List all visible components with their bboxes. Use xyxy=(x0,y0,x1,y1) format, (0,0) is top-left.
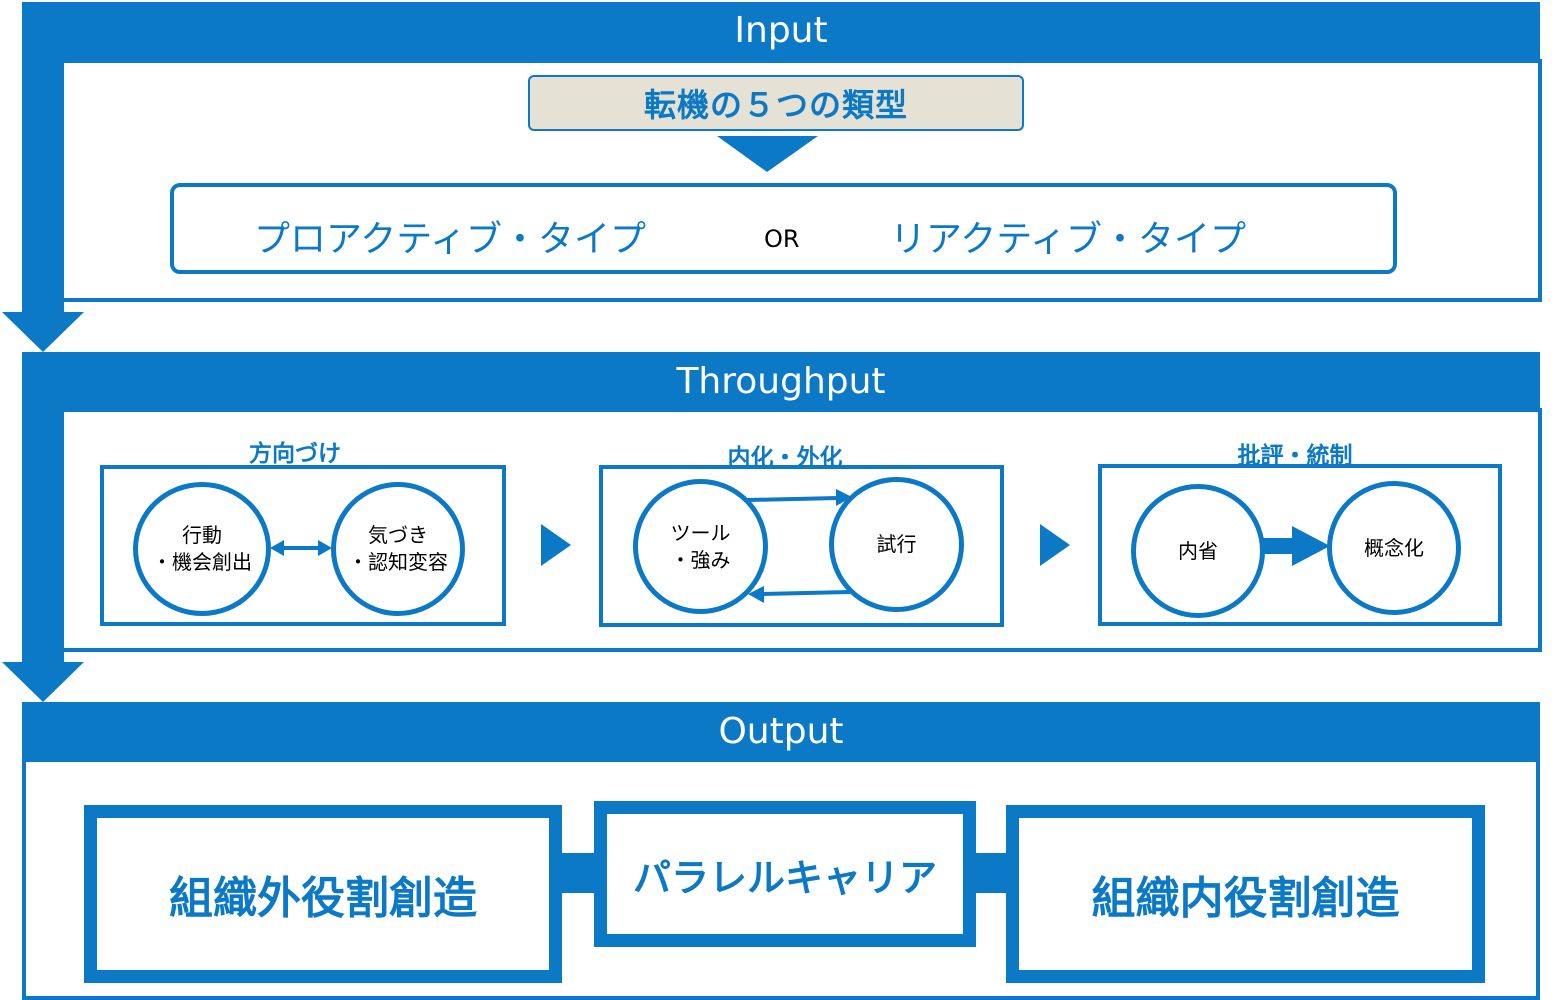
group-box-internalization xyxy=(599,465,1004,627)
circle-reflection-text: 内省 xyxy=(1178,538,1218,563)
throughput-band xyxy=(22,352,1540,412)
down-arrow-2-icon xyxy=(2,662,84,702)
group-box-orientation xyxy=(100,465,506,626)
cycle-arrow-bottom xyxy=(761,590,851,596)
output-external-role-text: 組織外役割創造 xyxy=(169,873,477,924)
cycle-arrow-top-head-icon xyxy=(836,489,852,506)
output-title: Output xyxy=(718,711,844,752)
throughput-title: Throughput xyxy=(676,361,886,402)
circle-action-line1: 行動 xyxy=(182,523,222,547)
output-parallel-career: パラレルキャリア xyxy=(594,801,976,947)
group-arrow-1-icon xyxy=(541,524,571,566)
circle-trial: 試行 xyxy=(829,477,964,612)
reactive-type: リアクティブ・タイプ xyxy=(890,219,1247,260)
circle-reflection: 内省 xyxy=(1131,484,1265,618)
circle-tools: ツール・強み xyxy=(633,479,768,614)
heading-text: 転機の５つの類型 xyxy=(643,86,908,124)
circle-tools-line1: ツール xyxy=(670,520,731,545)
output-internal-role-text: 組織内役割創造 xyxy=(1091,873,1400,924)
double-arrow-left-head-icon xyxy=(270,540,284,556)
proactive-type: プロアクティブ・タイプ xyxy=(254,219,647,260)
group-box-critique xyxy=(1098,464,1502,626)
thick-arrow-shaft xyxy=(1258,538,1298,554)
circle-awareness-line2: ・認知変容 xyxy=(348,550,448,574)
output-external-role: 組織外役割創造 xyxy=(84,805,562,983)
circle-action-line2: ・機会創出 xyxy=(152,550,252,574)
heading-down-arrow-icon xyxy=(717,136,818,172)
heading-box: 転機の５つの類型 xyxy=(528,75,1024,131)
circle-conceptualization: 概念化 xyxy=(1327,481,1461,615)
output-parallel-career-text: パラレルキャリア xyxy=(632,855,937,900)
thick-arrow-head-icon xyxy=(1292,526,1330,566)
input-title: Input xyxy=(734,10,828,51)
group-title-orientation: 方向づけ xyxy=(249,441,341,467)
input-band xyxy=(22,2,1540,63)
output-band xyxy=(22,702,1540,762)
circle-conceptualization-text: 概念化 xyxy=(1364,535,1424,560)
group-arrow-2-icon xyxy=(1040,524,1070,566)
double-arrow-right-head-icon xyxy=(318,540,332,556)
circle-awareness-line1: 気づき xyxy=(368,523,428,547)
circle-action: 行動・機会創出 xyxy=(133,482,271,616)
types-box: プロアクティブ・タイプ OR リアクティブ・タイプ xyxy=(170,183,1397,274)
output-internal-role: 組織内役割創造 xyxy=(1006,805,1485,983)
or-label: OR xyxy=(764,225,800,253)
cycle-arrow-bottom-head-icon xyxy=(748,586,764,603)
circle-trial-text: 試行 xyxy=(876,532,917,556)
down-arrow-1-icon xyxy=(2,312,84,352)
cycle-arrow-top xyxy=(747,496,839,502)
circle-tools-line2: ・強み xyxy=(670,547,731,572)
circle-awareness: 気づき・認知変容 xyxy=(331,482,465,616)
